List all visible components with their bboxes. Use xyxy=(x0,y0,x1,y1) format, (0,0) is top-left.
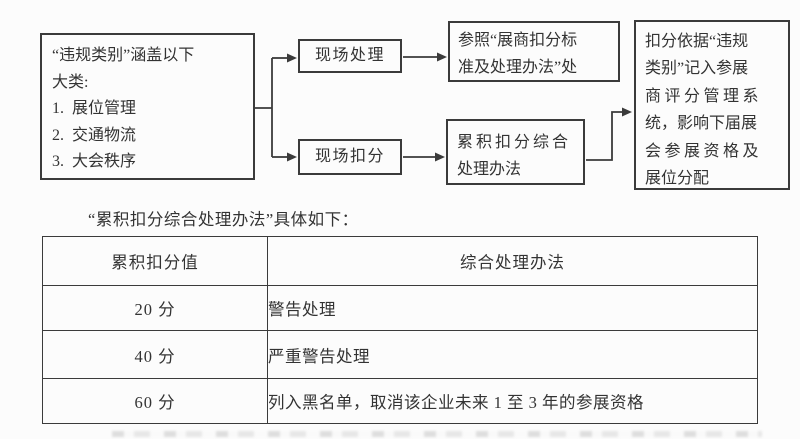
text-line: 会参展资格及 xyxy=(645,142,763,160)
text-line: 扣分依据“违规 xyxy=(645,33,749,50)
text-line: 参照“展商扣分标 xyxy=(458,32,578,49)
flow-node-deduction-standard-reference: 参照“展商扣分标 准及处理办法”处 xyxy=(448,21,620,82)
action-cell: 严重警告处理 xyxy=(267,330,758,379)
text-line: 大类: xyxy=(52,73,89,91)
header-cumulative-score: 累积扣分值 xyxy=(42,236,268,286)
table-header-row: 累积扣分值 综合处理办法 xyxy=(42,236,758,286)
penalty-table: 累积扣分值 综合处理办法 20 分 警告处理 40 分 严重警告处理 60 分 … xyxy=(42,236,758,424)
text-line: 展位分配 xyxy=(645,170,710,188)
arrowhead xyxy=(622,107,632,117)
score-cell: 20 分 xyxy=(42,285,268,331)
score-cell: 40 分 xyxy=(42,330,268,379)
cropped-text-remnant xyxy=(112,431,762,437)
action-cell: 列入黑名单，取消该企业未来 1 至 3 年的参展资格 xyxy=(267,378,758,424)
text-line: 3. 大会秩序 xyxy=(52,153,137,170)
flow-node-label: 现场处理 xyxy=(314,47,385,64)
connector-cumulative-to-system xyxy=(586,111,622,161)
table-row: 40 分 严重警告处理 xyxy=(42,330,758,379)
header-handling-method: 综合处理办法 xyxy=(267,236,758,286)
flow-node-violation-categories: “违规类别”涵盖以下 大类: 1. 展位管理 2. 交通物流 3. 大会秩序 xyxy=(40,33,255,180)
arrowhead xyxy=(437,52,447,62)
text-line: 2. 交通物流 xyxy=(52,126,137,144)
text-line: 累积扣分综合 xyxy=(457,134,572,151)
text-line: 商评分管理系 xyxy=(645,87,763,105)
table-row: 20 分 警告处理 xyxy=(42,285,758,331)
text-line: “违规类别”涵盖以下 xyxy=(52,47,195,64)
arrowhead xyxy=(287,53,297,63)
action-cell: 警告处理 xyxy=(267,285,758,331)
text-line: 类别”记入参展 xyxy=(645,60,749,78)
text-line: 准及处理办法”处 xyxy=(458,59,578,76)
arrowhead xyxy=(287,152,297,162)
text-line: 处理办法 xyxy=(457,161,522,178)
table-row: 60 分 列入黑名单，取消该企业未来 1 至 3 年的参展资格 xyxy=(42,378,758,424)
flow-node-onsite-handling: 现场处理 xyxy=(298,39,402,73)
flow-node-onsite-deduction: 现场扣分 xyxy=(298,139,402,175)
text-line: 统，影响下届展 xyxy=(645,115,758,133)
flow-node-cumulative-handling: 累积扣分综合 处理办法 xyxy=(446,119,585,185)
flow-node-scoring-system: 扣分依据“违规 类别”记入参展 商评分管理系 统，影响下届展 会参展资格及 展位… xyxy=(634,20,790,190)
score-cell: 60 分 xyxy=(42,378,268,424)
flow-node-label: 现场扣分 xyxy=(314,148,385,165)
text-line: 1. 展位管理 xyxy=(52,100,137,117)
arrowhead xyxy=(435,152,445,162)
table-intro: “累积扣分综合处理办法”具体如下： xyxy=(88,210,359,229)
